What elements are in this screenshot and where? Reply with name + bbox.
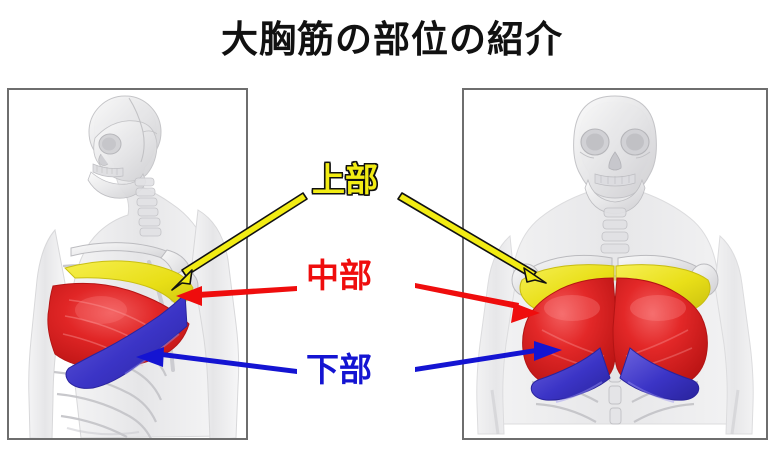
figure-panel-oblique [7, 88, 248, 440]
figure-panel-frontal [462, 88, 768, 440]
pectoral-middle-highlight [75, 296, 127, 324]
pectoral-lower-region-left [65, 292, 188, 389]
forearm-bone [490, 389, 740, 435]
pectoral-middle-highlight-a [544, 295, 600, 321]
anatomy-figure-frontal [464, 90, 766, 438]
anatomy-figure-oblique [9, 90, 246, 438]
pectoral-lower-highlight [555, 381, 675, 403]
pectoral-middle-highlight-b [630, 295, 686, 321]
pectoral-lower-region-right-a [530, 347, 611, 401]
cervical-spine [134, 177, 162, 237]
frontal-anatomy-svg [476, 95, 754, 435]
page-title: 大胸筋の部位の紹介 [221, 18, 563, 61]
cervical-spine [600, 207, 630, 254]
pelvis-bone [66, 427, 140, 436]
pectoral-lower-region-right-b [619, 347, 700, 401]
label-lower: 下部 [306, 350, 372, 389]
oblique-anatomy-svg [28, 95, 240, 438]
label-middle: 中部 [306, 256, 372, 295]
skull-bone [87, 95, 162, 199]
label-upper: 上部 [312, 160, 378, 199]
skull-bone [573, 95, 657, 215]
